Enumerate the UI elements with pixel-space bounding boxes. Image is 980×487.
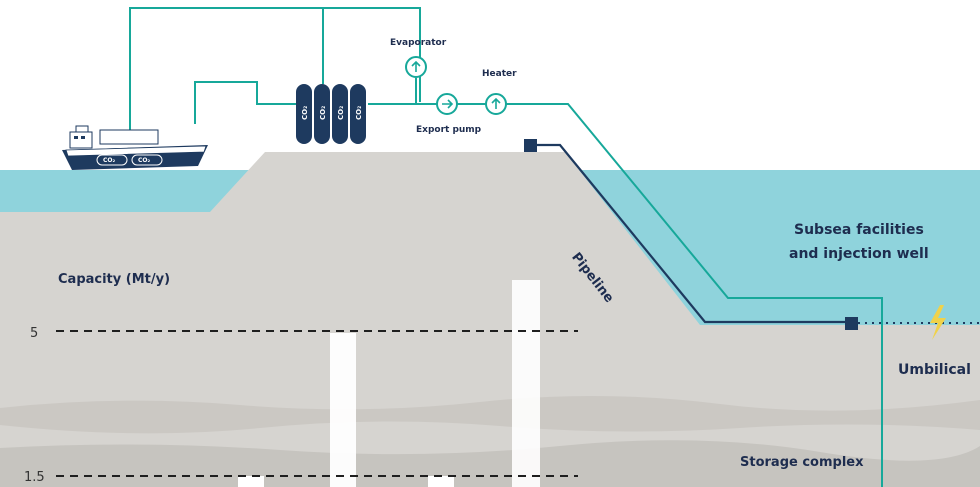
subsea-node-icon (845, 317, 858, 330)
storage-tanks: CO₂ CO₂ CO₂ CO₂ (296, 84, 366, 144)
umbilical-label: Umbilical (898, 362, 971, 378)
lightning-icon (930, 305, 946, 340)
capacity-label: Capacity (Mt/y) (58, 272, 171, 287)
storage-tank-icon (350, 84, 366, 144)
ship-loading-pipe (194, 81, 300, 124)
storage-tank-icon (296, 84, 312, 144)
evaporator-label: Evaporator (390, 38, 447, 48)
export-pump-label: Export pump (416, 125, 482, 135)
well-column-1 (330, 333, 356, 487)
top-loop-pipe (129, 7, 421, 130)
well-column-2 (512, 280, 540, 487)
injection-well-label: and injection well (789, 246, 929, 262)
capacity-tick-5: 5 (30, 326, 39, 341)
pipeline-node-icon (524, 139, 537, 152)
evaporator-unit (405, 56, 427, 78)
well-column-4 (428, 476, 454, 487)
tank-label: CO₂ (301, 106, 309, 120)
storage-tank-icon (314, 84, 330, 144)
tank-label: CO₂ (337, 106, 345, 120)
ship-tank-label: CO₂ (138, 157, 151, 164)
ship-icon: CO₂ CO₂ (62, 125, 208, 170)
well-column-3 (238, 476, 264, 487)
subsea-facilities-label: Subsea facilities (794, 222, 924, 238)
ship-tank-label: CO₂ (103, 157, 116, 164)
storage-complex-label: Storage complex (740, 455, 864, 470)
ground (0, 152, 980, 487)
strata-band-upper (0, 395, 980, 434)
tank-label: CO₂ (319, 106, 327, 120)
capacity-tick-1-5: 1.5 (24, 470, 45, 485)
heater-label: Heater (482, 69, 517, 79)
heater-unit (485, 93, 507, 115)
export-pump-unit (436, 93, 458, 115)
storage-tank-icon (332, 84, 348, 144)
tank-label: CO₂ (355, 106, 363, 120)
pipeline-navy (530, 143, 852, 324)
